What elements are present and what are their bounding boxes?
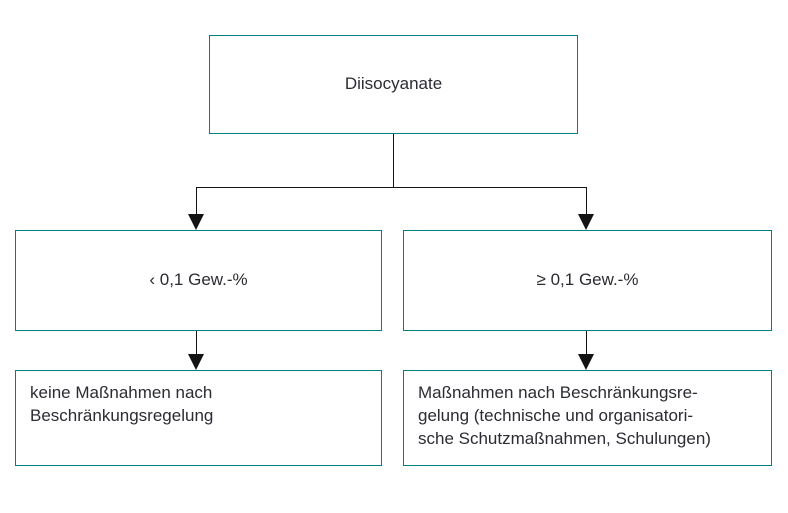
node-action-no-measures-label: keine Maßnahmen nach Beschränkungsregelu…	[30, 383, 214, 425]
connector-to-action-no-measures	[195, 331, 198, 355]
node-threshold-at-or-above: ≥ 0,1 Gew.-%	[403, 230, 772, 331]
arrow-down-icon-action-measures-required	[578, 354, 594, 370]
node-action-measures-required: Maßnahmen nach Beschränkungsre- gelung (…	[403, 370, 772, 466]
connector-to-action-measures-required	[585, 331, 588, 355]
node-threshold-below: ‹ 0,1 Gew.-%	[15, 230, 382, 331]
connector-to-threshold-at-or-above	[585, 186, 588, 216]
node-diisocyanate: Diisocyanate	[209, 35, 578, 134]
connector-split-bar	[196, 186, 587, 189]
node-diisocyanate-label: Diisocyanate	[344, 74, 443, 94]
arrow-down-icon-action-no-measures	[188, 354, 204, 370]
node-threshold-at-or-above-label: ≥ 0,1 Gew.-%	[536, 270, 639, 290]
node-action-no-measures: keine Maßnahmen nach Beschränkungsregelu…	[15, 370, 382, 466]
node-threshold-below-label: ‹ 0,1 Gew.-%	[149, 270, 248, 290]
arrow-down-icon-threshold-at-or-above	[578, 214, 594, 230]
node-action-measures-required-label: Maßnahmen nach Beschränkungsre- gelung (…	[418, 383, 711, 448]
arrow-down-icon-threshold-below	[188, 214, 204, 230]
connector-root-stem	[392, 134, 395, 188]
connector-to-threshold-below	[195, 186, 198, 216]
